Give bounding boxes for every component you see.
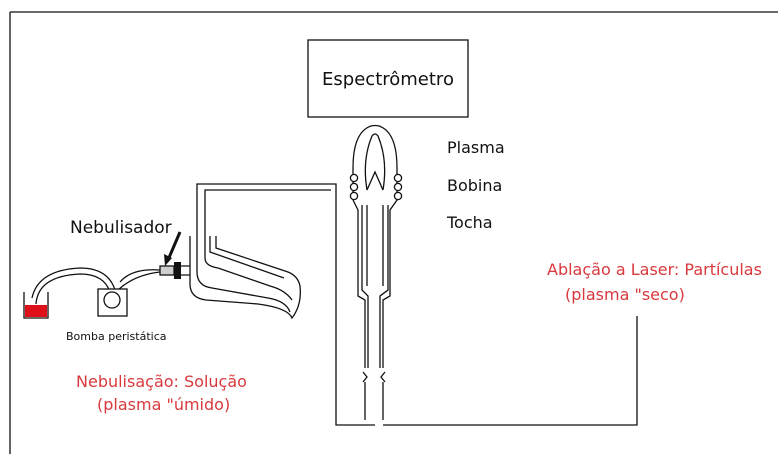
torch	[352, 124, 398, 420]
transfer-line	[196, 183, 375, 426]
beaker-icon	[23, 292, 49, 319]
figure-border	[9, 11, 778, 454]
sample-tubing	[31, 267, 161, 305]
nebulisation-title: Nebulisação: Solução	[76, 372, 247, 391]
nebulizer-label: Nebulisador	[70, 218, 172, 238]
ablation-subtitle: (plasma "seco)	[565, 285, 685, 304]
pump-label: Bomba peristática	[66, 330, 166, 343]
spectrometer-box	[307, 39, 469, 118]
nebulizer-pointer	[166, 231, 182, 261]
coil-label: Bobina	[447, 176, 502, 195]
spectrometer-label: Espectrômetro	[322, 69, 454, 90]
nebulisation-subtitle: (plasma "úmido)	[97, 395, 230, 414]
ablation-line	[383, 316, 638, 426]
torch-label: Tocha	[446, 213, 493, 232]
nebulizer-icon	[159, 262, 190, 279]
spray-chamber	[189, 236, 301, 320]
pointer-arrowhead	[164, 254, 172, 266]
pump-icon	[97, 288, 128, 317]
ablation-title: Ablação a Laser: Partículas	[547, 260, 762, 279]
plasma-label: Plasma	[447, 138, 505, 157]
coil-icon	[349, 173, 403, 201]
